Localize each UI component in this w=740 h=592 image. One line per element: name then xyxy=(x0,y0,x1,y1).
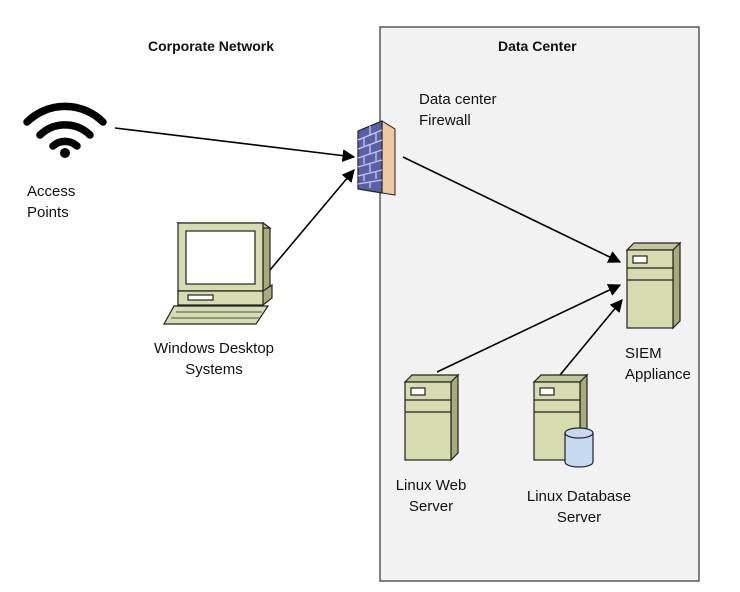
firewall-label-line2: Firewall xyxy=(419,112,471,129)
desktop-label-line1: Windows Desktop xyxy=(153,340,275,357)
connection-desktop-firewall xyxy=(269,169,355,271)
db-server-label-line2: Server xyxy=(556,509,602,526)
connection-db-server-siem xyxy=(559,299,623,376)
access-points-label: Access Points xyxy=(27,181,75,223)
database-server-icon xyxy=(532,373,594,468)
firewall-label-line1: Data center xyxy=(419,91,497,108)
web-server-label: Linux Web Server xyxy=(381,475,481,517)
db-server-label: Linux Database Server xyxy=(516,486,642,528)
server-icon xyxy=(625,241,682,330)
server-icon xyxy=(403,373,460,462)
connection-firewall-siem xyxy=(402,156,622,263)
connections xyxy=(114,127,623,376)
web-server-label-line2: Server xyxy=(408,498,454,515)
siem-label: SIEM Appliance xyxy=(625,343,691,385)
connection-access-points-firewall xyxy=(114,127,356,162)
wifi-icon xyxy=(23,102,107,158)
desktop-computer-icon xyxy=(162,221,273,325)
db-server-label-line1: Linux Database xyxy=(526,488,632,505)
firewall-label: Data center Firewall xyxy=(419,89,497,131)
data-center-header: Data Center xyxy=(498,38,577,54)
firewall-brick-icon xyxy=(357,120,396,196)
access-points-label-line1: Access xyxy=(27,183,76,200)
siem-label-line1: SIEM xyxy=(625,345,662,362)
corporate-network-header: Corporate Network xyxy=(148,38,275,54)
desktop-label-line2: Systems xyxy=(185,361,243,378)
connection-web-server-siem xyxy=(436,284,622,373)
desktop-label: Windows Desktop Systems xyxy=(144,338,284,380)
siem-label-line2: Appliance xyxy=(625,366,691,383)
access-points-label-line2: Points xyxy=(27,204,69,221)
web-server-label-line1: Linux Web xyxy=(395,477,467,494)
